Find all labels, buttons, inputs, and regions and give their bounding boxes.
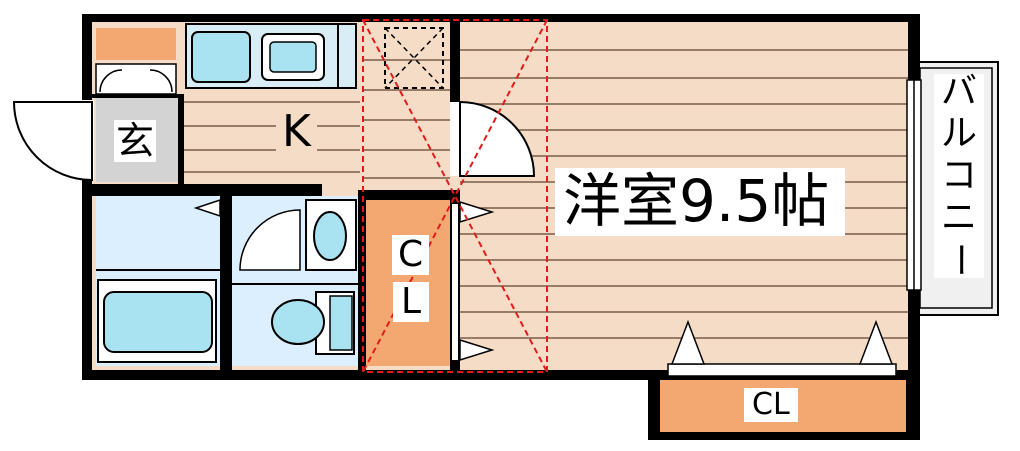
closet-main-label-c: C — [392, 235, 430, 275]
closet-door-marker — [858, 319, 894, 365]
interior-wall-bath-top — [92, 184, 322, 196]
interior-wall-entrance — [178, 96, 184, 188]
balcony-char: コ — [934, 158, 984, 194]
kitchen-upper-cabinet — [96, 28, 176, 60]
closet-door-slot — [452, 204, 458, 360]
balcony-char: ル — [934, 116, 984, 152]
balcony-label: バ ル コ ニ ー — [934, 74, 984, 278]
room-door-gap — [450, 102, 460, 176]
interior-wall-closet-top — [366, 190, 460, 200]
interior-wall-entrance-top — [92, 94, 184, 98]
bath-door-marker — [193, 198, 221, 218]
vent-icon — [384, 27, 444, 89]
balcony-char: バ — [934, 74, 984, 110]
closet-door-marker — [670, 319, 706, 365]
bathtub-icon — [97, 279, 217, 363]
interior-wall-bath-right — [220, 190, 232, 370]
toilet-icon — [271, 291, 355, 355]
closet-main-label-l: L — [393, 282, 430, 322]
room-label-entrance: 玄 — [114, 119, 157, 163]
closet-door-marker — [459, 200, 495, 224]
room-label-kitchen: K — [276, 110, 317, 154]
closet-lower-label: CL — [744, 388, 798, 422]
interior-wall-kitchen — [450, 22, 460, 102]
balcony-char: ニ — [934, 200, 984, 236]
room-label-western: 洋室9.5帖 — [555, 168, 846, 236]
kitchen-counter — [185, 23, 357, 89]
closet-lower-door — [667, 363, 897, 377]
sink-icon — [191, 31, 251, 83]
balcony-char: ー — [938, 242, 979, 278]
door-swing-icon — [239, 209, 301, 271]
shoe-cabinet-doors — [95, 63, 177, 95]
door-swing-icon — [12, 101, 93, 182]
closet-door-marker — [459, 338, 495, 362]
washbasin-icon — [305, 199, 357, 271]
door-swing-icon — [459, 100, 536, 177]
